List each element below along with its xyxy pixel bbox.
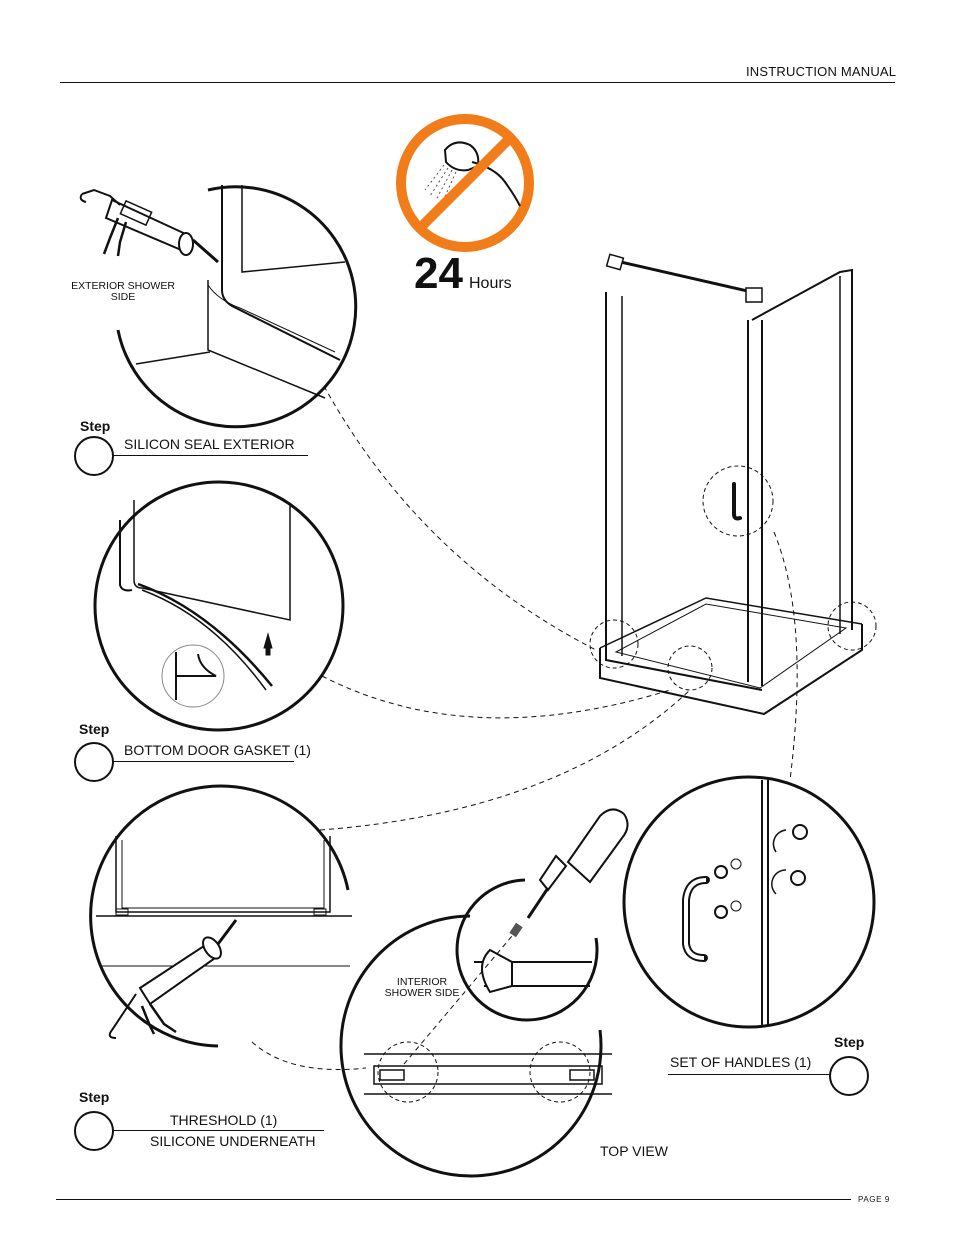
step-2-title: BOTTOM DOOR GASKET (1) <box>124 742 311 758</box>
manual-title: INSTRUCTION MANUAL <box>746 64 897 79</box>
shower-enclosure <box>589 253 877 716</box>
step-2-quantity: (1) <box>293 742 311 758</box>
page-number: PAGE 9 <box>858 1195 890 1204</box>
top-view-detail <box>339 914 612 1178</box>
step-3-rule <box>112 1130 324 1131</box>
step-4-number-circle <box>829 1056 869 1096</box>
interior-side-note: INTERIOR SHOWER SIDE <box>384 976 460 999</box>
step-1-word: Step <box>80 418 111 434</box>
step-3-subtitle: SILICONE UNDERNEATH <box>150 1133 316 1149</box>
cure-time-value: 24 <box>414 249 463 298</box>
exterior-side-note: EXTERIOR SHOWER SIDE <box>71 280 175 303</box>
leader-lines <box>251 385 798 1070</box>
step-1-title: SILICON SEAL EXTERIOR <box>124 436 295 452</box>
threshold-detail <box>89 784 352 1048</box>
silicone-exterior-detail <box>79 185 358 429</box>
step-4-title: SET OF HANDLES (1) <box>670 1054 812 1070</box>
step-2-number-circle <box>74 742 114 782</box>
header-rule <box>60 82 895 83</box>
step-1-rule <box>112 455 308 456</box>
handles-detail <box>622 775 876 1029</box>
step-2-word: Step <box>79 721 110 737</box>
screwdriver-detail <box>455 808 629 1022</box>
top-view-label: TOP VIEW <box>600 1143 668 1159</box>
step-1-number-circle <box>74 436 114 476</box>
step-2-rule <box>112 761 294 762</box>
step-4-word: Step <box>834 1034 865 1050</box>
step-2-title-text: BOTTOM DOOR GASKET <box>124 742 290 758</box>
step-3-word: Step <box>79 1089 110 1105</box>
door-gasket-detail <box>93 480 345 732</box>
step-3-number-circle <box>74 1111 114 1151</box>
step-3-title: THRESHOLD (1) <box>170 1112 278 1128</box>
no-shower-icon <box>396 114 534 252</box>
footer-rule <box>56 1199 851 1200</box>
cure-time-label: Hours <box>469 275 512 292</box>
step-4-rule <box>668 1074 836 1075</box>
